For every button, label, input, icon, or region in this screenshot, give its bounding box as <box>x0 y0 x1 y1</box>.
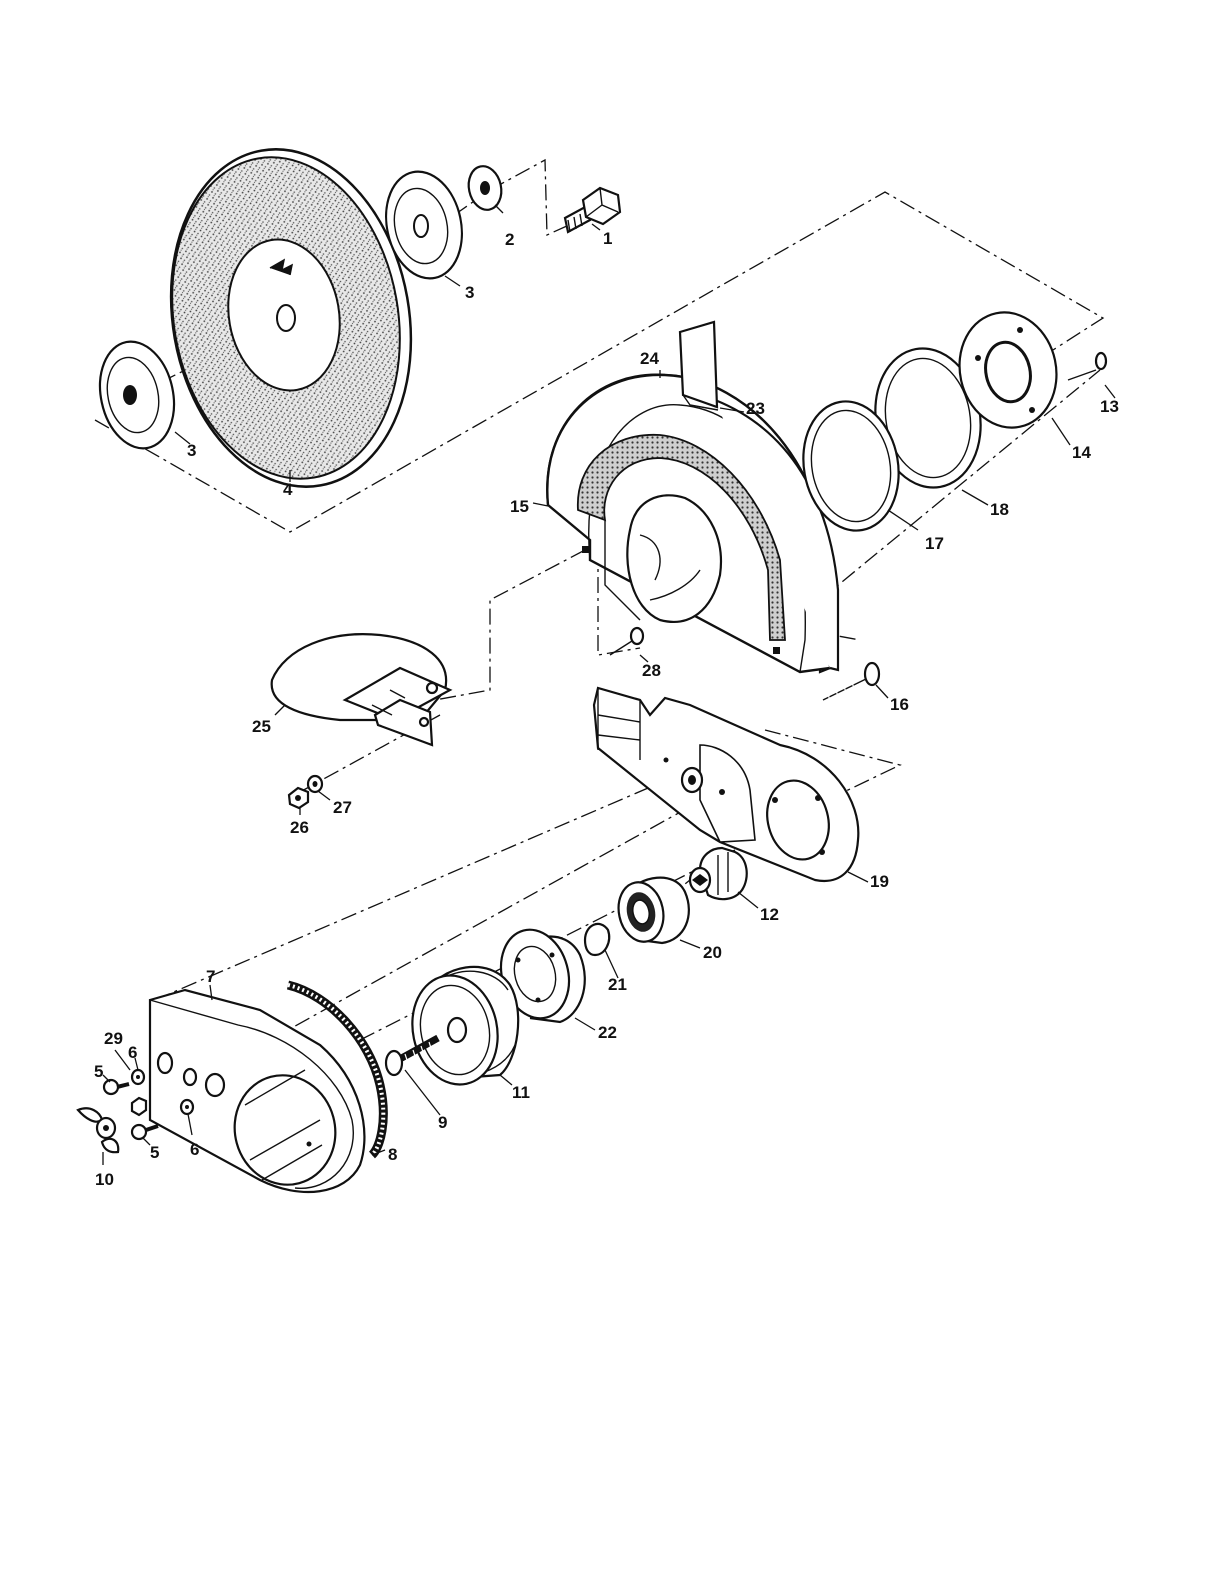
label-16: 16 <box>890 695 909 714</box>
label-11: 11 <box>512 1083 530 1102</box>
belt-cover <box>150 990 364 1196</box>
label-5-upper: 5 <box>94 1062 103 1081</box>
label-12: 12 <box>760 905 779 924</box>
label-15: 15 <box>510 497 529 516</box>
guard-screw <box>610 628 643 655</box>
shaft-adapter <box>690 848 747 899</box>
label-1: 1 <box>603 229 612 248</box>
hex-nut <box>289 788 308 808</box>
label-28: 28 <box>642 661 661 680</box>
label-14: 14 <box>1072 443 1091 462</box>
label-23: 23 <box>746 399 765 418</box>
label-8: 8 <box>388 1145 397 1164</box>
lock-washer <box>308 776 322 792</box>
label-7: 7 <box>206 967 215 986</box>
label-4: 4 <box>283 480 293 499</box>
flat-washer-upper <box>132 1070 144 1084</box>
label-27: 27 <box>333 798 352 817</box>
label-19: 19 <box>870 872 889 891</box>
label-21: 21 <box>608 975 627 994</box>
drive-pulley <box>402 967 518 1093</box>
label-3-outer-flange: 3 <box>465 283 474 302</box>
label-6-upper: 6 <box>128 1043 137 1062</box>
label-18: 18 <box>990 500 1009 519</box>
chip-deflector <box>272 634 450 745</box>
label-24: 24 <box>640 349 659 368</box>
label-6-lower: 6 <box>190 1140 199 1159</box>
arbor-bolt <box>565 188 620 232</box>
label-2: 2 <box>505 230 514 249</box>
label-10: 10 <box>95 1170 114 1189</box>
label-3-inner-flange: 3 <box>187 441 196 460</box>
wheel-guard <box>547 322 838 672</box>
carriage-bolt-lower <box>132 1125 158 1139</box>
inner-flange <box>91 335 184 456</box>
label-25: 25 <box>252 717 271 736</box>
wing-nut <box>78 1108 118 1152</box>
ball-bearing <box>613 878 689 946</box>
carriage-bolt-upper <box>104 1080 129 1094</box>
washer <box>465 163 505 213</box>
label-13: 13 <box>1100 397 1119 416</box>
label-9: 9 <box>438 1113 447 1132</box>
hex-nut-29 <box>132 1098 146 1115</box>
flat-washer-lower <box>181 1100 193 1114</box>
label-20: 20 <box>703 943 722 962</box>
label-29: 29 <box>104 1029 123 1048</box>
label-5-lower: 5 <box>150 1143 159 1162</box>
retainer-screw <box>1068 353 1106 380</box>
label-26: 26 <box>290 818 309 837</box>
label-22: 22 <box>598 1023 617 1042</box>
label-17: 17 <box>925 534 944 553</box>
